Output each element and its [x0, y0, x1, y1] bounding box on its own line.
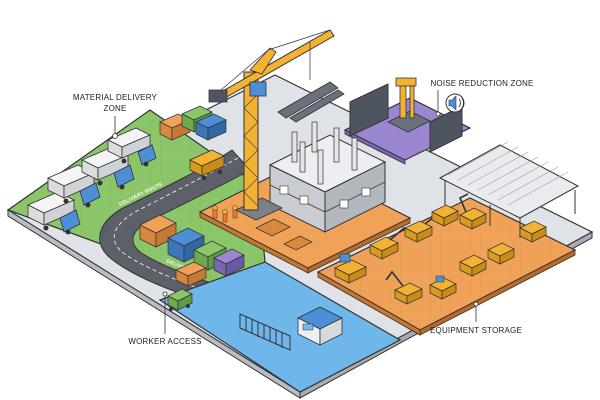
truck: [107, 127, 157, 167]
excavator: [519, 220, 547, 243]
worker-access-label: WORKER ACCESS: [128, 337, 201, 346]
loader: [487, 242, 515, 265]
material-containers: [159, 105, 227, 141]
sound-wave-icon: [445, 93, 465, 113]
excavator: [334, 253, 367, 284]
material-stacks: [139, 214, 245, 287]
loader: [459, 254, 487, 277]
tower-crane-icon: [208, 29, 345, 221]
construction-equipment: [334, 193, 547, 305]
equipment-storage-label: EQUIPMENT STORAGE: [430, 326, 522, 335]
water-area: [158, 261, 402, 393]
material-delivery-zone-label-line2: ZONE: [103, 104, 126, 113]
forklift: [167, 288, 193, 311]
building-under-construction: [212, 121, 387, 251]
roller: [429, 275, 457, 300]
excavator: [431, 204, 459, 227]
guard-booth: [297, 306, 343, 346]
excavator: [385, 270, 423, 305]
material-delivery-zone-label-line1: MATERIAL DELIVERY: [73, 93, 158, 102]
access-gate: [239, 313, 291, 351]
label-leaders: [112, 90, 479, 334]
delivery-trucks: [27, 127, 225, 235]
equipment-storage-zone: [316, 197, 577, 336]
storage-shed: [438, 141, 580, 238]
noise-reduction-zone-label: NOISE REDUCTION ZONE: [430, 79, 533, 88]
truck: [189, 149, 225, 181]
excavator: [458, 193, 487, 230]
